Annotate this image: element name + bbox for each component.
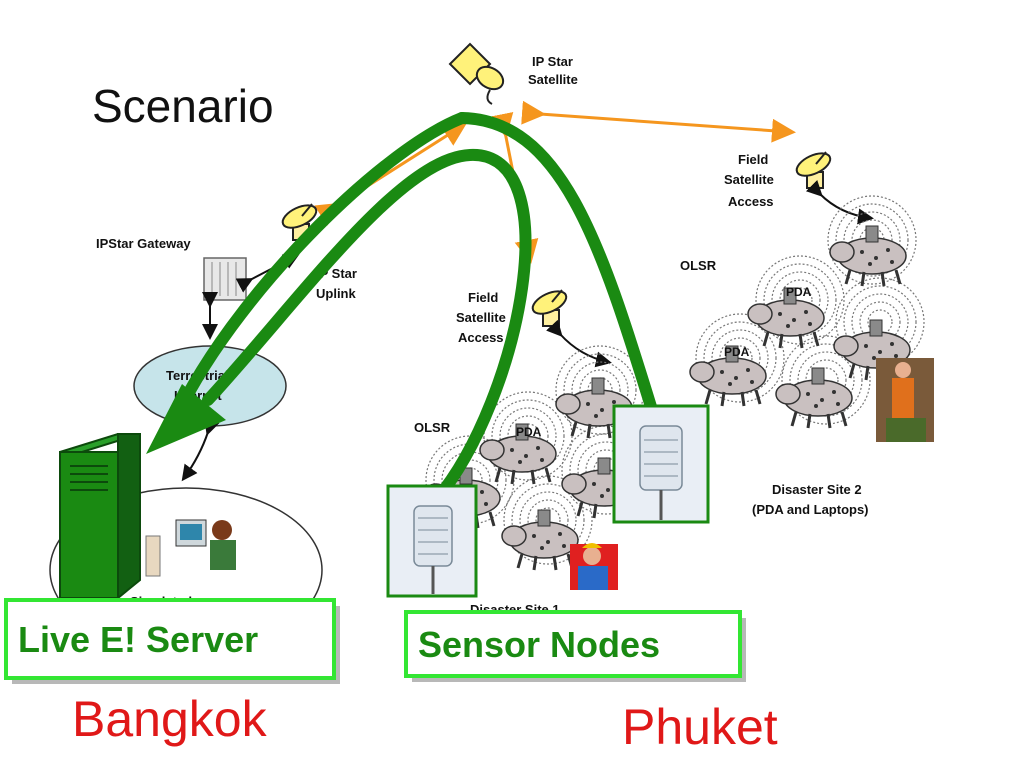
live-e-server-box: Live E! Server [4, 598, 340, 684]
site2-label-1: Disaster Site 2 [772, 482, 862, 497]
field1-label-1: Field [468, 290, 498, 305]
sensor-node-icon-2 [612, 404, 710, 524]
pda-label-a: PDA [786, 285, 812, 299]
satellite-label-2: Satellite [528, 72, 578, 87]
city-bangkok: Bangkok [72, 691, 268, 747]
site2-label-2: (PDA and Laptops) [752, 502, 869, 517]
link-field2-mesh [805, 179, 874, 225]
olsr-label-2: OLSR [680, 258, 717, 273]
satellite-icon [448, 42, 505, 105]
field2-label-2: Satellite [724, 172, 774, 187]
uplink-label-2: Uplink [316, 286, 356, 301]
sensor-box-label: Sensor Nodes [418, 624, 660, 665]
pda-label-c: PDA [516, 425, 542, 439]
gateway-rack-icon [203, 257, 247, 301]
olsr-label-1: OLSR [414, 420, 451, 435]
person-icon-site2 [876, 358, 934, 442]
field2-label-3: Access [728, 194, 774, 209]
pda-label-b: PDA [724, 345, 750, 359]
person-icon-site1 [570, 543, 618, 590]
flow-arrowhead [146, 384, 226, 454]
link-field1-mesh [546, 319, 612, 368]
link-internet-simulated [181, 418, 220, 482]
flow-arc-inner [202, 148, 532, 506]
link-satellite-field2 [521, 100, 796, 143]
sensor-node-icon-1 [386, 484, 478, 598]
server-tower-icon [59, 433, 141, 601]
dish-icon-field2 [792, 147, 835, 189]
page-title: Scenario [92, 80, 274, 132]
field1-label-3: Access [458, 330, 504, 345]
satellite-label-1: IP Star [532, 54, 573, 69]
sensor-nodes-box: Sensor Nodes [404, 610, 746, 682]
flow-arc-outer-left [169, 112, 468, 426]
dish-icon-field1 [528, 285, 571, 327]
server-box-label: Live E! Server [18, 619, 258, 660]
flow-arc-outer-right [456, 112, 658, 416]
field2-label-1: Field [738, 152, 768, 167]
person-icon-operator [145, 519, 236, 577]
field1-label-2: Satellite [456, 310, 506, 325]
city-phuket: Phuket [622, 699, 778, 755]
gateway-label: IPStar Gateway [96, 236, 191, 251]
